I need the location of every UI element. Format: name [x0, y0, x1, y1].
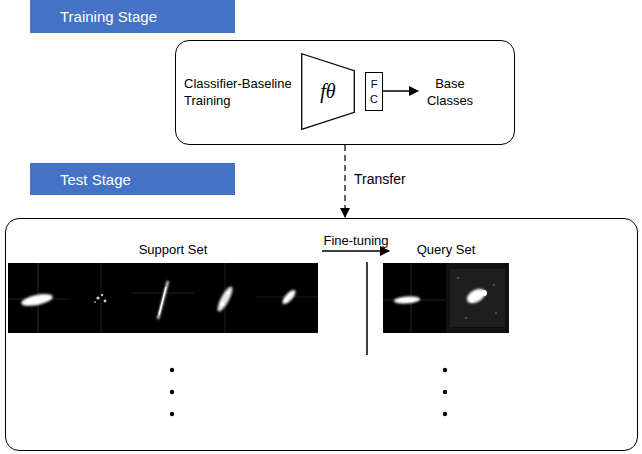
ellipsis-dot	[443, 390, 447, 394]
encoder-trapezoid: fθ	[301, 53, 355, 130]
stage-banner: Training Stage	[30, 0, 235, 33]
ellipsis-dot	[170, 412, 174, 416]
stage-banner: Test Stage	[30, 163, 235, 195]
transfer-connector	[344, 145, 345, 217]
ellipsis-dot	[170, 390, 174, 394]
fc-label: F C	[370, 77, 378, 107]
test-panel: Support Set Fine-tuningQuery Set	[5, 218, 638, 451]
panel-text: Support Set	[113, 241, 233, 258]
sar-image	[8, 263, 70, 333]
ellipsis-dot	[443, 412, 447, 416]
stage-title: Training Stage	[60, 8, 157, 25]
sar-image	[132, 263, 194, 333]
sar-image	[446, 263, 509, 333]
fine-tuning-arrow	[322, 250, 389, 251]
ellipsis-dot	[443, 368, 447, 372]
panel-text: Classifier-Baseline Training	[184, 75, 298, 109]
encoder-label: fθ	[320, 80, 335, 103]
panel-text: Base Classes	[421, 75, 479, 109]
output-arrow	[382, 90, 418, 91]
fc-layer-box: F C	[365, 72, 383, 111]
set-divider	[366, 262, 368, 355]
sar-image	[383, 263, 446, 333]
sar-image	[194, 263, 256, 333]
panel-text: Query Set	[386, 241, 506, 258]
trapezoid-shape	[302, 54, 355, 130]
stage-title: Test Stage	[60, 171, 131, 188]
panel-text: Fine-tuning	[318, 232, 394, 249]
sar-image	[70, 263, 132, 333]
sar-image	[256, 263, 318, 333]
edge-label: Transfer	[352, 171, 408, 187]
ellipsis-dot	[170, 368, 174, 372]
training-panel: Classifier-Baseline Training Base Classes…	[175, 40, 515, 145]
